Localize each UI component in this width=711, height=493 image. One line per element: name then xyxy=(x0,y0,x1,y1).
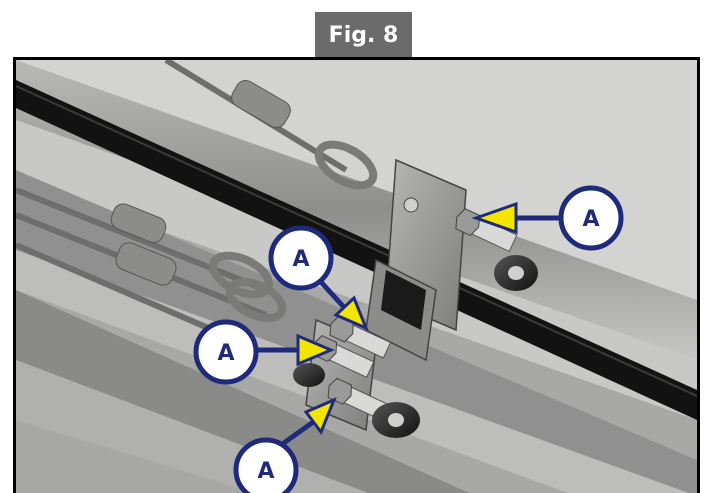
wire-thimbles xyxy=(208,140,378,323)
rail-assembly xyxy=(16,60,697,493)
figure-label: Fig. 8 xyxy=(315,12,412,58)
crimp-sleeves xyxy=(110,80,291,286)
callout-label: A xyxy=(217,341,234,366)
callout-label: A xyxy=(582,207,599,232)
callout-top-right: A xyxy=(471,185,624,251)
black-cable xyxy=(16,80,697,420)
roller-wheels xyxy=(293,255,538,438)
clamp-block xyxy=(305,158,467,432)
callout-upper-left: A xyxy=(268,225,369,331)
callout-label: A xyxy=(257,459,274,484)
callout-middle-left: A xyxy=(193,319,335,385)
callout-label: A xyxy=(292,247,309,272)
mechanical-illustration: A A A A xyxy=(16,60,697,493)
illustration-frame: A A A A xyxy=(13,57,700,493)
callout-bottom-left: A xyxy=(233,397,337,493)
